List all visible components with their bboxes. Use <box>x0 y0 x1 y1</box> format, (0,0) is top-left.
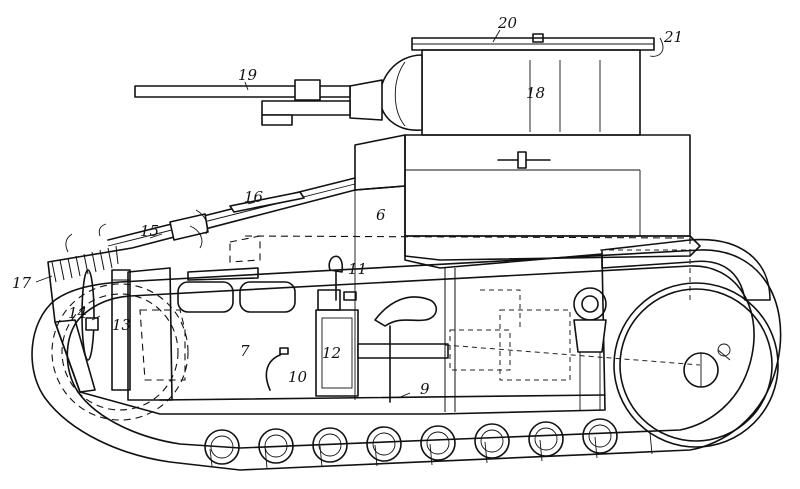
label-10: 10 <box>288 368 308 386</box>
road-wheel <box>312 427 348 463</box>
cab-body <box>404 134 691 237</box>
label-6: 6 <box>376 206 386 224</box>
road-wheel <box>420 425 456 461</box>
cab-lower-skirt <box>404 235 701 261</box>
label-18: 18 <box>526 84 545 102</box>
label-14: 14 <box>68 304 87 322</box>
hull-outline <box>47 185 606 415</box>
label-12: 12 <box>322 344 341 362</box>
radiator-fan <box>81 269 99 361</box>
main-gun-barrel <box>134 85 351 98</box>
road-wheel <box>258 428 294 464</box>
rear-transmission <box>444 289 701 381</box>
leader-lines <box>35 29 664 399</box>
front-hatch <box>169 213 209 241</box>
vision-slot <box>497 151 551 169</box>
label-21: 21 <box>663 28 683 46</box>
radiator <box>111 269 131 391</box>
label-7: 7 <box>240 342 250 360</box>
label-9: 9 <box>420 380 430 398</box>
road-wheel <box>582 418 618 454</box>
label-19: 19 <box>238 66 258 84</box>
turret <box>134 33 655 136</box>
idler-wheel <box>613 282 779 448</box>
road-wheels <box>204 418 618 465</box>
label-11: 11 <box>348 260 367 278</box>
turret-roof <box>411 37 655 51</box>
road-wheel <box>366 426 402 462</box>
label-16: 16 <box>244 188 264 206</box>
suspension-arm <box>573 287 607 410</box>
track-assembly <box>31 249 782 471</box>
hull <box>47 177 701 415</box>
superstructure <box>354 134 701 261</box>
driver-seat <box>374 296 438 327</box>
label-20: 20 <box>497 14 518 32</box>
rear-fender <box>601 238 771 301</box>
road-wheel <box>528 421 564 457</box>
gear-lever <box>265 350 285 391</box>
track-outer <box>31 249 782 471</box>
label-13: 13 <box>112 316 131 334</box>
road-wheel <box>474 423 510 459</box>
hull-floor <box>159 394 606 401</box>
label-15: 15 <box>140 222 159 240</box>
drive-sprocket <box>51 283 189 421</box>
cab-upper <box>354 134 406 191</box>
road-wheel <box>204 429 240 465</box>
upper-hatch <box>229 191 305 213</box>
reference-numerals: 20 21 18 19 16 15 6 17 11 14 13 7 12 10 … <box>12 14 683 398</box>
steering-column <box>317 255 357 311</box>
front-grille <box>51 245 119 283</box>
hatch-arrows <box>65 209 208 253</box>
front-lower-plate <box>54 319 96 393</box>
coaxial-gun <box>261 100 351 116</box>
gearbox <box>315 309 449 397</box>
label-17: 17 <box>12 274 32 292</box>
